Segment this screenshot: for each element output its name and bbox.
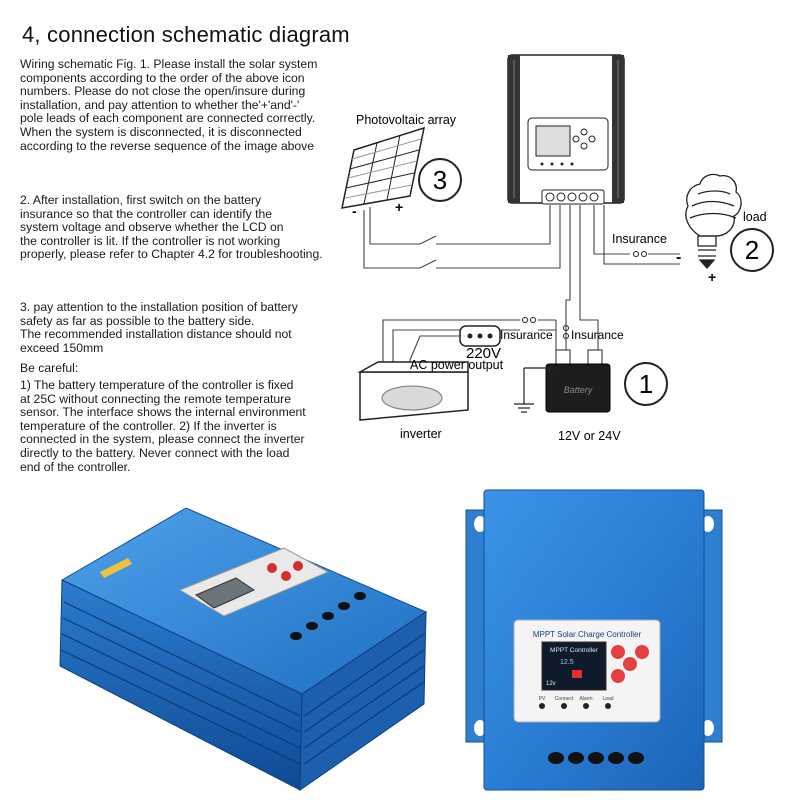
ground-icon [514,367,556,413]
instruction-paragraph-4: 1) The battery temperature of the contro… [20,378,306,474]
pv-minus-sign: - [352,203,357,219]
light-bulb-icon [685,173,742,269]
instruction-paragraph-3: 3. pay attention to the installation pos… [20,300,298,355]
page-heading: 4, connection schematic diagram [22,22,350,47]
product-photos: MPPT Solar Charge Controller MPPT Contro… [59,489,723,791]
led-label-connect: Connect [555,696,574,702]
step-2-circle: 2 [730,228,774,272]
load-minus-sign: - [676,249,681,266]
connection-schematic: Battery 3 2 1 - + - + Photovoltaic array… [341,54,774,443]
insurance-left-label: Insurance [500,328,553,342]
inverter-label: inverter [400,427,442,441]
insurance-right-label: Insurance [571,328,624,342]
fuse-icons [522,251,647,339]
controller-photo-front: MPPT Solar Charge Controller MPPT Contro… [465,489,723,791]
battery-voltage-label: 12V or 24V [558,429,621,443]
be-careful-label: Be careful: [20,361,79,375]
step-3-circle: 3 [418,158,462,202]
svg-text:3: 3 [433,165,447,195]
insurance-load-label: Insurance [612,232,667,246]
lcd-title: MPPT Controller [550,647,599,654]
voltage-220v-label: 220V [466,345,501,362]
controller-photo-angled [59,507,428,791]
power-socket-icon [459,325,501,347]
load-plus-sign: + [708,269,716,285]
ac-power-output-label: AC power output [410,358,504,372]
led-label-load: Load [602,696,613,702]
svg-text:2: 2 [745,235,759,265]
load-label: load [743,210,767,224]
pv-array-label: Photovoltaic array [356,113,457,127]
step-1-circle: 1 [624,362,668,406]
controller-icon [507,54,625,205]
lcd-value: 12.5 [560,659,574,666]
inverter-icon [357,361,469,421]
instruction-paragraph-1: Wiring schematic Fig. 1. Please install … [20,57,318,153]
led-label-alarm: Alarm [579,696,592,702]
solar-panel-icon [341,126,425,209]
battery-icon: Battery [545,349,611,413]
battery-brand-text: Battery [564,385,593,395]
lcd-small-value: 12v [546,681,556,687]
instruction-paragraph-2: 2. After installation, first switch on t… [20,193,323,262]
pv-plus-sign: + [395,199,403,215]
led-label-pv: PV [539,696,546,702]
svg-text:1: 1 [639,369,653,399]
front-panel-title: MPPT Solar Charge Controller [533,630,642,639]
